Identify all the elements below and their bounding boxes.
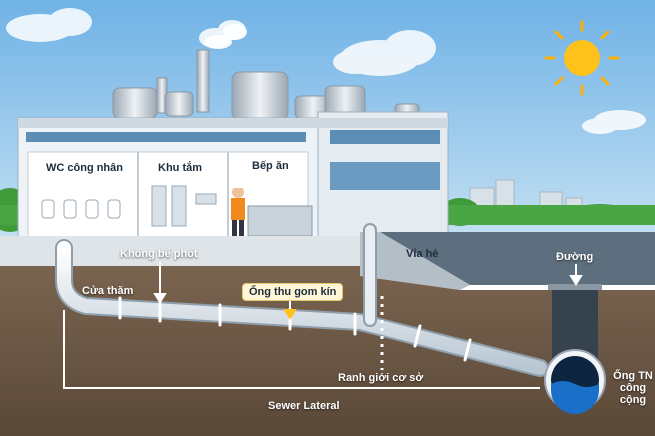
- sewer-lateral-bracket: [63, 310, 540, 389]
- label-public-pipe-line3: cộng: [619, 394, 647, 407]
- label-bath: Khu tắm: [158, 162, 202, 174]
- curb: [360, 232, 470, 290]
- label-manhole: Cửa thăm: [82, 285, 134, 297]
- label-sealed-pipe: Ống thu gom kín: [242, 283, 344, 302]
- sewer-pipe: [55, 223, 549, 377]
- sun-icon: [544, 20, 620, 96]
- label-boundary: Ranh giới cơ sở: [338, 372, 424, 384]
- label-road: Đường: [556, 251, 594, 263]
- callout-arrows: [153, 262, 583, 320]
- label-public-pipe-line2: công: [619, 382, 647, 395]
- label-sewer-lateral: Sewer Lateral: [268, 400, 340, 412]
- factory-building: [17, 111, 449, 239]
- label-wc: WC công nhân: [46, 162, 123, 174]
- label-public-pipe: Ống TN công cộng: [612, 370, 654, 406]
- public-pipe-icon: [544, 349, 606, 414]
- road-surface: [380, 232, 655, 285]
- label-no-septic: Không bể phốt: [120, 248, 198, 260]
- label-public-pipe-line1: Ống TN: [613, 370, 653, 382]
- label-sidewalk: Vỉa hè: [406, 248, 439, 260]
- label-kitchen: Bếp ăn: [252, 160, 289, 172]
- roof-tanks: [112, 24, 420, 125]
